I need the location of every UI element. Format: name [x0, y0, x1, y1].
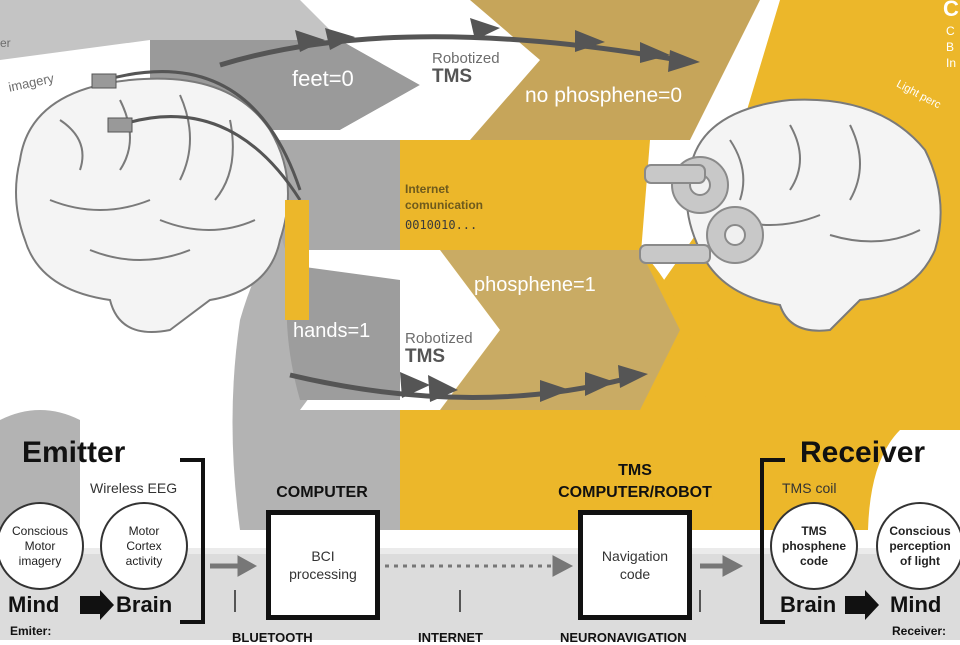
eeg-electrode-icon — [104, 70, 302, 201]
eeg-electrode-2 — [107, 117, 133, 133]
circle-line: Motor — [24, 538, 56, 553]
feet-label: feet=0 — [292, 66, 354, 91]
top-left-fragment: er — [0, 36, 11, 50]
circle-line: code — [799, 553, 828, 568]
receiver-title: Receiver — [800, 436, 926, 469]
lower-gray-chevron — [286, 265, 400, 400]
circle-line: Cortex — [126, 538, 162, 553]
eeg-connector — [285, 200, 309, 320]
emitter-footer: Emiter: — [10, 624, 52, 638]
no-phosphene-label: no phosphene=0 — [525, 84, 683, 107]
top-right-fragment-4: In — [946, 56, 957, 70]
hands-label: hands=1 — [293, 320, 371, 342]
emitter-bracket — [180, 458, 205, 624]
top-arrow-heads — [295, 18, 700, 72]
binary-stream-label: 0010010... — [405, 218, 478, 232]
receiver-brain-icon — [685, 98, 942, 332]
tms-coil-label: TMS coil — [782, 480, 837, 496]
tick-marks — [234, 590, 701, 612]
eeg-electrode-1 — [91, 73, 117, 89]
emitter-brain-icon — [15, 77, 289, 333]
emitter-mind-label: Mind — [8, 592, 60, 617]
top-right-title-fragment: C — [943, 0, 959, 21]
circle-line: Conscious — [11, 523, 69, 538]
box-line: Navigation — [601, 548, 669, 564]
top-right-fragment-3: B — [946, 40, 955, 54]
internet-footer-label: INTERNET — [418, 630, 483, 645]
circle-line: of light — [900, 553, 940, 568]
circle-line: perception — [889, 538, 951, 553]
internet-label: Internet — [405, 182, 450, 196]
internet-band-yellow — [400, 140, 650, 265]
flow-arrows — [210, 555, 744, 577]
circle-line: activity — [125, 553, 163, 568]
wireless-eeg-label: Wireless EEG — [90, 480, 178, 496]
bci-processing-box: BCI processing — [266, 510, 380, 620]
top-right-fragment-2: C — [946, 24, 955, 38]
box-line: processing — [289, 566, 357, 582]
receiver-mind-label: Mind — [890, 592, 942, 617]
navigation-code-box: Navigation code — [578, 510, 692, 620]
circle-line: Conscious — [889, 523, 951, 538]
bottom-strip-white — [0, 548, 960, 554]
receiver-footer: Receiver: — [892, 624, 947, 638]
receiver-bracket — [760, 458, 785, 624]
circle-line: TMS — [801, 523, 827, 538]
emitter-title: Emitter — [22, 436, 126, 469]
emitter-brain-label: Brain — [116, 592, 173, 617]
computer-title: COMPUTER — [276, 484, 368, 501]
communication-label: comunication — [405, 198, 484, 212]
receiver-brain-label: Brain — [780, 592, 837, 617]
computer-robot-title: COMPUTER/ROBOT — [558, 484, 712, 501]
box-line: code — [619, 566, 651, 582]
top-arrow-stream — [219, 34, 691, 68]
circle-line: Motor — [128, 523, 160, 538]
circle-line: imagery — [18, 553, 62, 568]
mind-brain-arrows — [80, 590, 879, 620]
top-tms-label: TMS — [432, 66, 473, 87]
bottom-robotized-label: Robotized — [405, 330, 473, 347]
box-line: BCI — [311, 548, 335, 564]
neuronavigation-label: NEURONAVIGATION — [560, 630, 687, 645]
top-tan-chevron — [470, 0, 760, 140]
circle-line: phosphene — [781, 538, 846, 553]
bottom-tms-label: TMS — [405, 346, 446, 367]
windup-key-icon — [639, 156, 764, 264]
bottom-arrow-heads — [400, 365, 648, 402]
bluetooth-label: BLUETOOTH — [232, 630, 313, 645]
phosphene-label: phosphene=1 — [474, 274, 596, 296]
top-gray-band — [0, 0, 340, 60]
tms-title: TMS — [618, 462, 652, 479]
top-robotized-label: Robotized — [432, 50, 500, 67]
